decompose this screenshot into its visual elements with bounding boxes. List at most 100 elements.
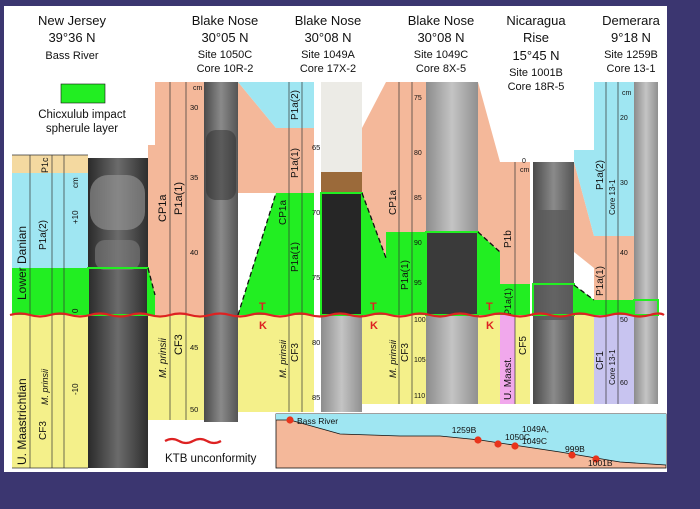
column-1001b: P1b P1a(1) U. Maast. CF5 cm 0 <box>500 158 575 404</box>
profile-point-3 <box>511 442 519 450</box>
maastrichtian-band-d <box>478 315 500 404</box>
b1001-cm-label: cm <box>520 167 530 174</box>
site-name: Blake Nose <box>408 13 474 28</box>
k-marker-1: K <box>259 320 267 332</box>
b1001-cf5-label: CF5 <box>518 336 529 355</box>
site-hole: Site 1050C <box>198 49 252 61</box>
profile-point-label-6: 1001B <box>588 458 613 468</box>
profile-point-5 <box>568 451 576 459</box>
profile-sea <box>276 414 666 465</box>
b1259-tick-40: 40 <box>620 250 628 257</box>
nj-cf3-label: CF3 <box>38 421 49 440</box>
column-1049a: P1a(2) P1a(1) CP1a P1a(1) M. prinsii CF3… <box>276 82 363 412</box>
nj-p1c-label: P1c <box>40 157 50 173</box>
c1049-tick-105: 105 <box>414 357 426 364</box>
c1050-p1a1-label: P1a(1) <box>173 182 185 215</box>
correlation-bands <box>148 82 594 420</box>
c1050-m-prinsii-label: M. prinsii <box>158 337 169 378</box>
nj-tick-0: 0 <box>71 308 80 313</box>
c1050-cp1a-label: CP1a <box>157 194 169 222</box>
ktb-label: KTB unconformity <box>165 453 257 465</box>
site-name: Blake Nose <box>192 13 258 28</box>
c1050-tick-50: 50 <box>190 405 198 414</box>
a1049-impact-zone <box>276 193 314 315</box>
nj-tick-minus10: -10 <box>71 383 80 395</box>
ktb-unconformity-line <box>9 312 665 318</box>
profile-point-2 <box>494 440 502 448</box>
a1049-tick-70: 70 <box>312 208 320 217</box>
legend-ktb-unconformity: KTB unconformity <box>164 437 257 465</box>
profile-point-1 <box>474 436 482 444</box>
site-header-new-jersey: New Jersey 39°36 N Bass River <box>38 13 106 62</box>
impact-label-line2: spherule layer <box>46 123 118 135</box>
c1050-cf3-label: CF3 <box>173 334 185 355</box>
maastrichtian-band-c <box>362 315 386 404</box>
profile-point-label-3: 1049A, <box>522 424 549 434</box>
site-header-1259b: Demerara 9°18 N Site 1259B Core 13-1 <box>602 13 661 75</box>
t-marker-2: T <box>370 301 377 313</box>
c1049-tick-90: 90 <box>414 240 422 247</box>
impact-band-e <box>574 285 594 315</box>
site-hole: Site 1049C <box>414 49 468 61</box>
b1259-cf1-label: CF1 <box>595 351 606 370</box>
a1049-maastrichtian-zone <box>276 315 314 412</box>
a1049-p1a1-label: P1a(1) <box>290 148 301 178</box>
site-header-1049a: Blake Nose 30°08 N Site 1049A Core 17X-2 <box>295 13 361 75</box>
a1049-cf3-label: CF3 <box>290 343 301 362</box>
c1050-danian-zone <box>155 82 207 315</box>
b1259-impact-zone <box>594 300 634 315</box>
c1049-m-prinsii-label: M. prinsii <box>388 339 399 378</box>
maastrichtian-band-a <box>148 315 155 420</box>
a1049-tick-80: 80 <box>312 338 320 347</box>
b1259-tick-30: 30 <box>620 180 628 187</box>
column-new-jersey: Lower Danian U. Maastrichtian P1c P1a(2)… <box>12 154 149 469</box>
site-name: Blake Nose <box>295 13 361 28</box>
c1049-cp1a-label: CP1a <box>388 190 399 215</box>
c1049-tick-75: 75 <box>414 95 422 102</box>
b1259-core-label-top: Core 13-1 <box>608 179 617 215</box>
a1049-cyan-zone <box>276 82 314 128</box>
t-marker-3: T <box>486 301 493 313</box>
b1001-u-maast-label: U. Maast. <box>503 357 514 400</box>
c1050-cm-label: cm <box>193 85 203 92</box>
t-marker-1: T <box>259 301 266 313</box>
site-hole: Site 1049A <box>301 49 355 61</box>
b1001-tick-0: 0 <box>522 158 526 165</box>
k-marker-3: K <box>486 320 494 332</box>
c1049-tick-80: 80 <box>414 150 422 157</box>
c1049-maastrichtian-zone <box>386 315 426 404</box>
b1001-p1a1-label: P1a(1) <box>503 288 513 315</box>
site-core: Core 18R-5 <box>508 81 565 93</box>
column-1049c: CP1a P1a(1) M. prinsii CF3 75 80 85 90 9… <box>386 82 479 404</box>
profile-seafloor <box>276 419 667 466</box>
site-name: New Jersey <box>38 13 106 28</box>
site-latitude: 39°36 N <box>48 30 95 45</box>
b1259-p1a1-label: P1a(1) <box>595 266 606 296</box>
b1259-core-label-bottom: Core 13-1 <box>608 349 617 385</box>
nj-lower-danian-label: Lower Danian <box>15 226 29 300</box>
b1259-p1a2-label: P1a(2) <box>595 160 606 190</box>
site-latitude: 30°05 N <box>201 30 248 45</box>
c1050-tick-30: 30 <box>190 103 198 112</box>
nj-p1c-zone <box>12 155 88 173</box>
nj-impact-zone <box>12 268 88 315</box>
danian-band-e <box>574 162 594 268</box>
c1049-danian-zone <box>386 82 426 232</box>
nj-m-prinsii-label: M. prinsii <box>40 368 50 405</box>
a1049-danian-zone <box>276 128 314 193</box>
site-core: Core 10R-2 <box>197 63 254 75</box>
legend-impact-layer: Chicxulub impact spherule layer <box>38 83 127 135</box>
impact-swatch <box>60 83 106 104</box>
b1259-cyan-zone <box>594 82 634 236</box>
b1259-cf1-zone <box>594 315 634 404</box>
site-header-1049c: Blake Nose 30°08 N Site 1049C Core 8X-5 <box>408 13 474 75</box>
a1049-tick-65: 65 <box>312 143 320 152</box>
b1001-cf5-zone <box>515 315 530 404</box>
profile-point-0 <box>286 416 294 424</box>
a1049-m-prinsii-label: M. prinsii <box>278 339 289 378</box>
impact-band-d <box>478 232 500 315</box>
